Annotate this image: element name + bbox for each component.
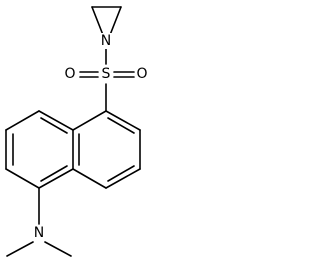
- bond-l5-inner: [40, 165, 68, 182]
- atom-amine-n: N: [32, 225, 46, 241]
- atom-label-oxygen-left: O: [64, 66, 75, 82]
- bond-n-methyl-right: [44, 241, 72, 257]
- bond-aziridine-c1-n: [91, 6, 104, 36]
- bond-aziridine-c2-n: [109, 6, 122, 36]
- atom-label-oxygen-right: O: [136, 66, 147, 82]
- chemical-structure: N S O O N: [5, 6, 149, 257]
- bond-l1: [38, 110, 74, 131]
- aziridine-ring: [91, 6, 122, 36]
- naphthalene-left-ring: [5, 110, 74, 189]
- atom-label-amine-n: N: [34, 225, 44, 241]
- naphthalene-right-ring: [72, 110, 141, 189]
- atom-oxygen-right: O: [135, 66, 149, 82]
- atom-sulfur: S: [100, 66, 112, 82]
- bond-r6: [72, 110, 107, 131]
- atom-label-sulfur: S: [102, 66, 111, 82]
- bond-l4: [5, 168, 40, 189]
- bond-r1: [105, 110, 141, 131]
- bond-l1-inner: [40, 117, 68, 134]
- atom-label-aziridine-n: N: [101, 33, 111, 49]
- sulfonyl-double-bonds: [79, 71, 135, 78]
- bond-n-methyl-left: [6, 241, 34, 257]
- bond-l5: [38, 168, 74, 189]
- bond-l2: [5, 110, 40, 131]
- atom-oxygen-left: O: [63, 66, 77, 82]
- bond-r3: [105, 168, 141, 189]
- bond-r4: [72, 168, 107, 189]
- bond-r1-inner: [107, 117, 135, 134]
- atom-aziridine-n: N: [99, 33, 113, 49]
- bond-r3-inner: [107, 165, 135, 182]
- n-methyl-bonds: [6, 241, 72, 257]
